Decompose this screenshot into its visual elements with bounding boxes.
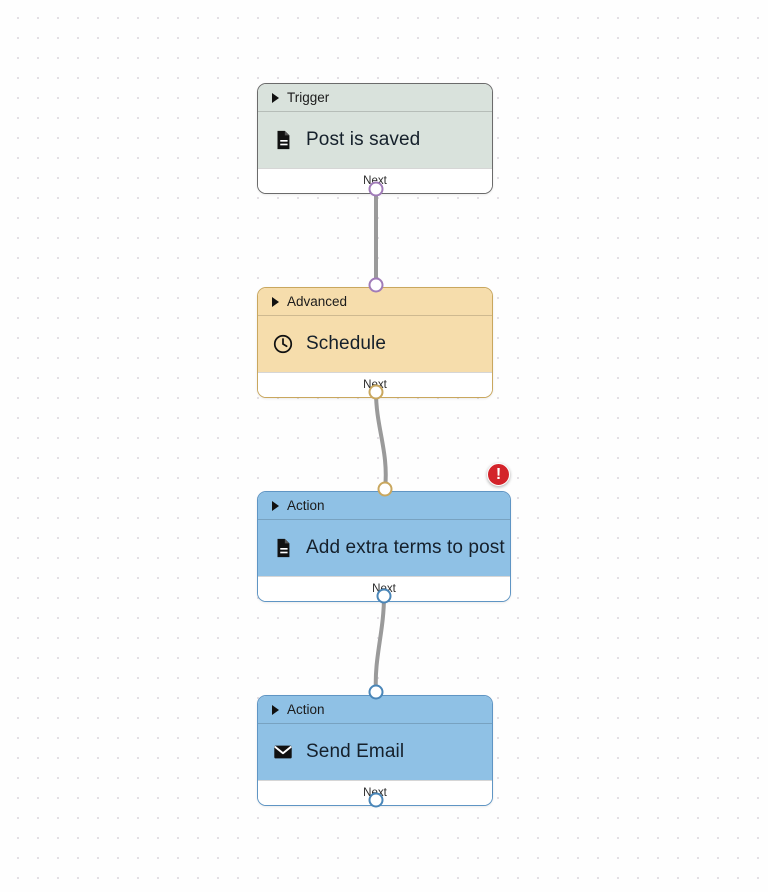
envelope-icon bbox=[272, 741, 294, 763]
node-header[interactable]: Trigger bbox=[258, 84, 492, 112]
node-body: Add extra terms to post bbox=[258, 520, 510, 576]
workflow-node-advanced[interactable]: Advanced Schedule Next bbox=[257, 287, 493, 398]
connector-handle-advanced-in[interactable] bbox=[368, 277, 384, 293]
workflow-node-action-add-terms[interactable]: Action Add extra terms to post Next bbox=[257, 491, 511, 602]
clock-icon bbox=[272, 333, 294, 355]
node-body: Schedule bbox=[258, 316, 492, 372]
workflow-node-action-send-email[interactable]: Action Send Email Next bbox=[257, 695, 493, 806]
connector-handle-trigger-out[interactable] bbox=[368, 181, 384, 197]
node-next-footer[interactable]: Next bbox=[258, 168, 492, 193]
connector-handle-action2-out[interactable] bbox=[368, 792, 384, 808]
edge-advanced-to-action1 bbox=[374, 390, 388, 491]
connector-handle-advanced-out[interactable] bbox=[368, 384, 384, 400]
chevron-right-icon[interactable] bbox=[272, 500, 279, 511]
workflow-node-trigger[interactable]: Trigger Post is saved Next bbox=[257, 83, 493, 194]
chevron-right-icon[interactable] bbox=[272, 92, 279, 103]
node-category-label: Advanced bbox=[287, 294, 348, 309]
edge-action1-to-action2 bbox=[373, 594, 386, 694]
error-badge-icon[interactable]: ! bbox=[487, 463, 510, 486]
connector-handle-action1-in[interactable] bbox=[377, 481, 393, 497]
node-header[interactable]: Action bbox=[258, 696, 492, 724]
chevron-right-icon[interactable] bbox=[272, 704, 279, 715]
connector-handle-action2-in[interactable] bbox=[368, 684, 384, 700]
node-header[interactable]: Action bbox=[258, 492, 510, 520]
document-icon bbox=[272, 537, 294, 559]
node-category-label: Trigger bbox=[287, 90, 330, 105]
node-category-label: Action bbox=[287, 702, 325, 717]
document-icon bbox=[272, 129, 294, 151]
connector-handle-action1-out[interactable] bbox=[376, 588, 392, 604]
node-title: Send Email bbox=[306, 741, 405, 762]
node-body: Post is saved bbox=[258, 112, 492, 168]
node-category-label: Action bbox=[287, 498, 325, 513]
node-title: Schedule bbox=[306, 333, 387, 354]
node-title: Add extra terms to post bbox=[306, 537, 505, 558]
node-body: Send Email bbox=[258, 724, 492, 780]
chevron-right-icon[interactable] bbox=[272, 296, 279, 307]
node-title: Post is saved bbox=[306, 129, 421, 150]
node-header[interactable]: Advanced bbox=[258, 288, 492, 316]
